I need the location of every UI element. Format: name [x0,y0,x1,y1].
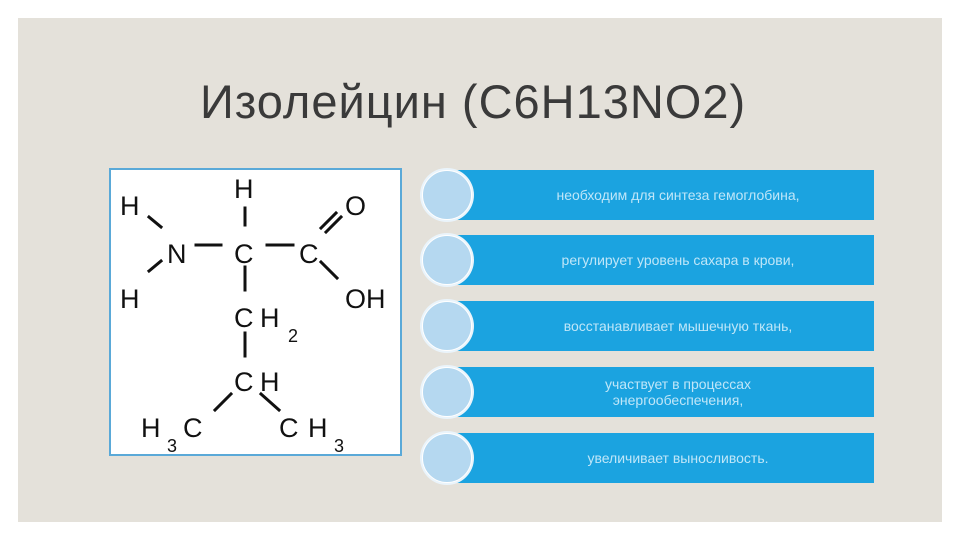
atom-ch-c: C [234,367,254,397]
fact-text: участвует в процессах энергообеспечения, [604,376,751,408]
slide-title: Изолейцин (C6H13NO2) [200,75,747,128]
bond-c-oh [318,259,340,281]
fact-text: увеличивает выносливость. [587,450,769,466]
fact-text: восстанавливает мышечную ткань, [563,318,793,334]
structural-formula: H H N H C C O OH C H 2 C H H 3 C C H 3 [120,174,386,456]
bullet-circle-icon [422,170,472,220]
atom-ch3-left-h: H [141,413,161,443]
atom-ch3-left-c: C [183,413,203,443]
atom-h-top-left: H [120,191,140,221]
bullet-circle-icon [422,301,472,351]
atom-h-top: H [234,174,254,204]
atom-h-bottom-left: H [120,284,140,314]
bond-ch-ch3-right [258,391,282,413]
atom-ch3-right-subscript: 3 [334,436,344,456]
bullet-circle-icon [422,433,472,483]
fact-text: регулирует уровень сахара в крови, [561,252,795,268]
fact-item: восстанавливает мышечную ткань, [422,301,874,351]
fact-bar [446,235,874,285]
bond-h-n-top [146,214,164,230]
bond-c-o-double-1 [318,210,339,231]
atom-n: N [167,239,187,269]
atom-ch3-right-c: C [279,413,299,443]
atom-c-alpha: C [234,239,254,269]
fact-item: участвует в процессах энергообеспечения, [422,367,874,417]
fact-item: регулирует уровень сахара в крови, [422,235,874,285]
atom-ch2-h: H [260,303,280,333]
bullet-circle-icon [422,235,472,285]
bond-ch-ch3-left [212,391,234,413]
atom-oh: OH [345,284,386,314]
fact-bar [446,301,874,351]
atom-ch3-left-subscript: 3 [167,436,177,456]
structural-formula-box: H H N H C C O OH C H 2 C H H 3 C C H 3 [109,168,402,456]
fact-bar [446,433,874,483]
bond-h-n-bottom [146,258,164,274]
fact-item: необходим для синтеза гемоглобина, [422,170,874,220]
atom-ch2-c: C [234,303,254,333]
fact-text: необходим для синтеза гемоглобина, [556,187,800,203]
fact-item: увеличивает выносливость. [422,433,874,483]
bullet-circle-icon [422,367,472,417]
bond-c-o-double-2 [323,214,344,235]
atom-ch-h: H [260,367,280,397]
fact-bar [446,170,874,220]
atom-o-double: O [345,191,366,221]
fact-bar [446,367,874,417]
atom-c-carboxyl: C [299,239,319,269]
atom-ch3-right-h: H [308,413,328,443]
atom-ch2-subscript: 2 [288,326,298,346]
